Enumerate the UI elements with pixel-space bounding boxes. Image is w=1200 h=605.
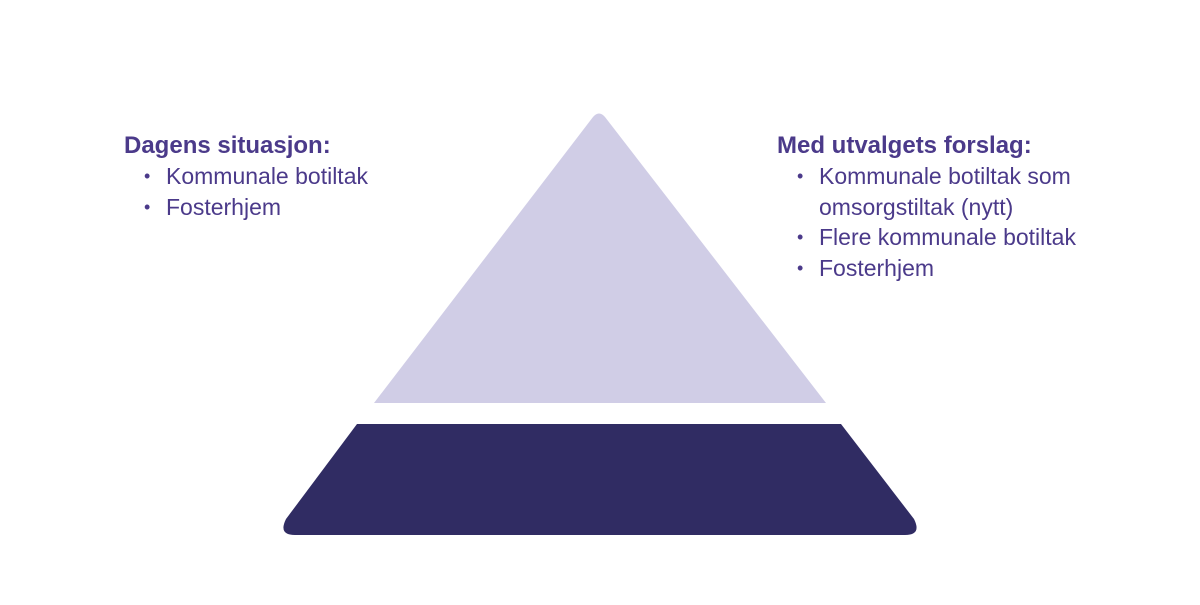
current-situation-title: Dagens situasjon: (124, 132, 331, 159)
list-item: Kommunale botiltak som omsorgstiltak (ny… (797, 161, 1119, 222)
list-item: Fosterhjem (797, 253, 1137, 284)
pyramid-top-layer (374, 113, 826, 403)
list-item: Flere kommunale botiltak (797, 222, 1137, 253)
list-item: Fosterhjem (144, 192, 368, 223)
proposal-title: Med utvalgets forslag: (777, 132, 1032, 159)
list-item: Kommunale botiltak (144, 161, 368, 192)
current-situation-block: Dagens situasjon: Kommunale botiltak Fos… (124, 131, 368, 222)
pyramid-bottom-layer (283, 424, 917, 535)
proposal-list: Kommunale botiltak som omsorgstiltak (ny… (777, 161, 1137, 283)
proposal-block: Med utvalgets forslag: Kommunale botilta… (777, 131, 1137, 283)
current-situation-list: Kommunale botiltak Fosterhjem (124, 161, 368, 222)
